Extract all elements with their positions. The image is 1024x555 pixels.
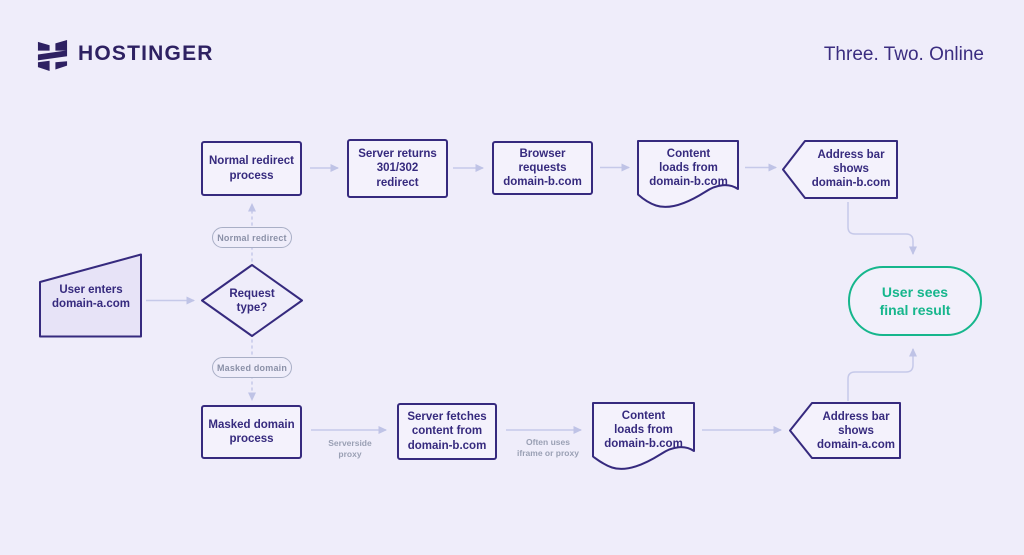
decision-diamond <box>201 264 303 337</box>
display-shape-top <box>782 140 898 199</box>
node-masked-domain-process: Masked domain process <box>201 405 302 459</box>
arrow-bottom-to-end <box>847 348 917 401</box>
page-header: HOSTINGER Three. Two. Online <box>0 0 1024 80</box>
connector-arrows <box>146 163 917 434</box>
brand-tagline: Three. Two. Online <box>823 44 984 65</box>
hostinger-logo-glyph <box>37 39 68 71</box>
document-shape-bottom <box>592 402 695 470</box>
brand-name: HOSTINGER <box>78 42 214 65</box>
node-browser-requests: Browser requests domain-b.com <box>492 141 593 195</box>
branch-pill-normal-redirect: Normal redirect <box>212 227 292 248</box>
hostinger-logo-icon <box>36 37 69 72</box>
shape-outlines <box>39 140 901 470</box>
edge-note-iframe-proxy: Often uses iframe or proxy <box>517 437 579 459</box>
start-shape <box>39 253 142 338</box>
branch-pill-masked-domain: Masked domain <box>212 357 292 378</box>
edge-note-serverside-proxy: Serverside proxy <box>328 438 372 460</box>
node-server-returns-redirect: Server returns 301/302 redirect <box>347 139 448 198</box>
arrow-top-to-end <box>847 202 917 255</box>
document-shape-top <box>637 140 739 208</box>
display-shape-bottom <box>789 402 901 459</box>
end-node-user-sees-result: User sees final result <box>848 266 982 336</box>
node-server-fetches-content: Server fetches content from domain-b.com <box>397 403 497 460</box>
node-normal-redirect-process: Normal redirect process <box>201 141 302 196</box>
